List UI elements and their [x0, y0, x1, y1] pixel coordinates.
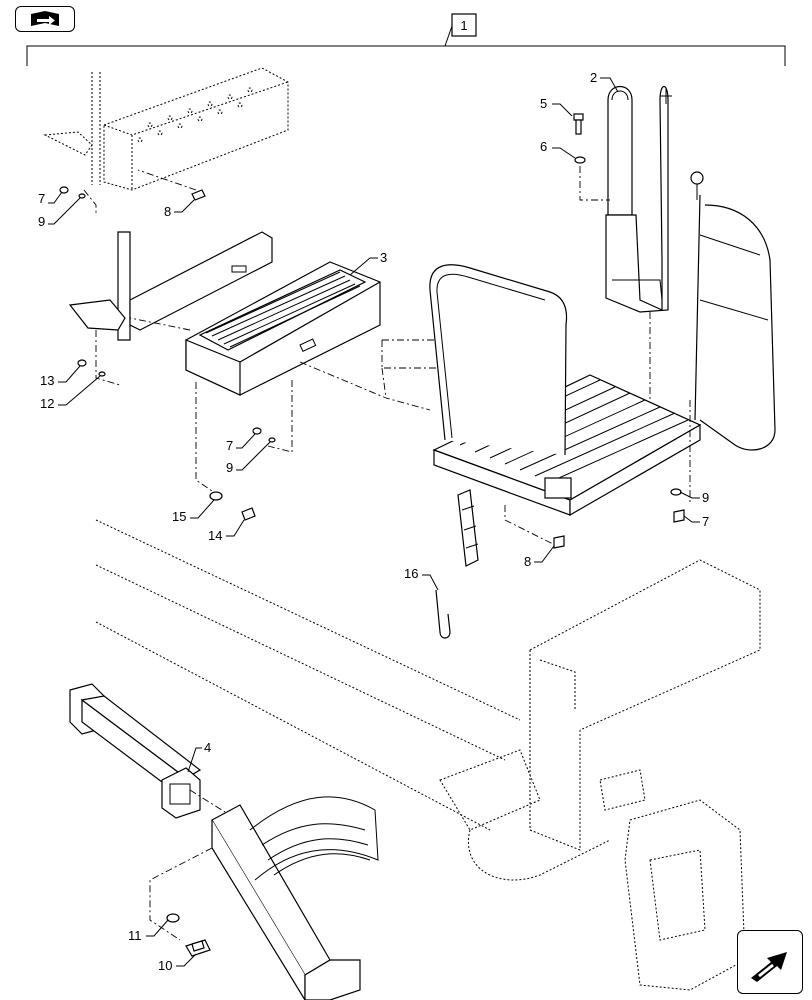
- svg-text:8: 8: [524, 554, 531, 569]
- callout-2: 2: [590, 70, 619, 93]
- svg-text:15: 15: [172, 509, 186, 524]
- support-tube-ghost: [381, 339, 436, 399]
- svg-text:14: 14: [208, 528, 222, 543]
- callout-10: 10: [158, 953, 197, 973]
- mounting-bracket: [68, 231, 273, 341]
- svg-text:7: 7: [226, 438, 233, 453]
- group-label: 1: [460, 18, 467, 33]
- upper-step-bracket: [43, 67, 289, 191]
- callout-9-top: 9: [38, 197, 81, 229]
- svg-text:2: 2: [590, 70, 597, 85]
- bolt-10: [185, 939, 211, 957]
- callout-12: 12: [40, 375, 101, 411]
- retaining-pin: [435, 589, 451, 639]
- callout-13: 13: [40, 365, 81, 388]
- callout-4: 4: [187, 740, 211, 773]
- svg-text:8: 8: [164, 204, 171, 219]
- callout-9-mid: 9: [226, 441, 271, 475]
- callout-7-right: 7: [683, 514, 709, 529]
- callout-14: 14: [208, 519, 245, 543]
- callout-3: 3: [349, 250, 387, 276]
- svg-text:9: 9: [226, 460, 233, 475]
- svg-text:9: 9: [702, 490, 709, 505]
- svg-text:11: 11: [128, 928, 142, 943]
- washer-6: [574, 156, 586, 164]
- lower-frame: [211, 796, 379, 1000]
- tube-part-4: [69, 683, 202, 819]
- top-nav-button[interactable]: [15, 6, 75, 32]
- group-bracket: 1: [26, 13, 786, 66]
- callout-9-right: 9: [679, 490, 709, 505]
- svg-text:6: 6: [540, 139, 547, 154]
- svg-text:5: 5: [540, 96, 547, 111]
- svg-text:12: 12: [40, 396, 54, 411]
- svg-text:16: 16: [404, 566, 418, 581]
- svg-text:4: 4: [204, 740, 211, 755]
- hinge-lanyard: [457, 489, 479, 567]
- step-tread: [185, 261, 381, 396]
- callout-16: 16: [404, 566, 439, 591]
- callout-7-top: 7: [38, 191, 63, 206]
- callout-8-top: 8: [164, 199, 195, 219]
- handle-loop: [605, 85, 672, 313]
- assembly-lines: [83, 166, 691, 941]
- svg-text:7: 7: [702, 514, 709, 529]
- callout-15: 15: [172, 499, 215, 524]
- small-fasteners: [59, 186, 685, 549]
- svg-text:7: 7: [38, 191, 45, 206]
- svg-text:13: 13: [40, 373, 54, 388]
- svg-text:9: 9: [38, 214, 45, 229]
- callout-6: 6: [540, 139, 576, 159]
- return-arrow-icon: [751, 952, 787, 982]
- callout-5: 5: [540, 96, 573, 117]
- bottom-nav-button[interactable]: [737, 930, 803, 994]
- svg-text:10: 10: [158, 958, 172, 973]
- chassis-frame: [95, 519, 761, 991]
- callout-7-mid: 7: [226, 433, 256, 453]
- platform-with-handrails: [429, 171, 776, 517]
- washer-11: [166, 913, 180, 923]
- book-navigation-icon: [31, 11, 59, 26]
- bolt-5: [573, 113, 584, 135]
- callout-11: 11: [128, 919, 169, 943]
- callout-8-mid: 8: [524, 545, 555, 569]
- svg-text:3: 3: [380, 250, 387, 265]
